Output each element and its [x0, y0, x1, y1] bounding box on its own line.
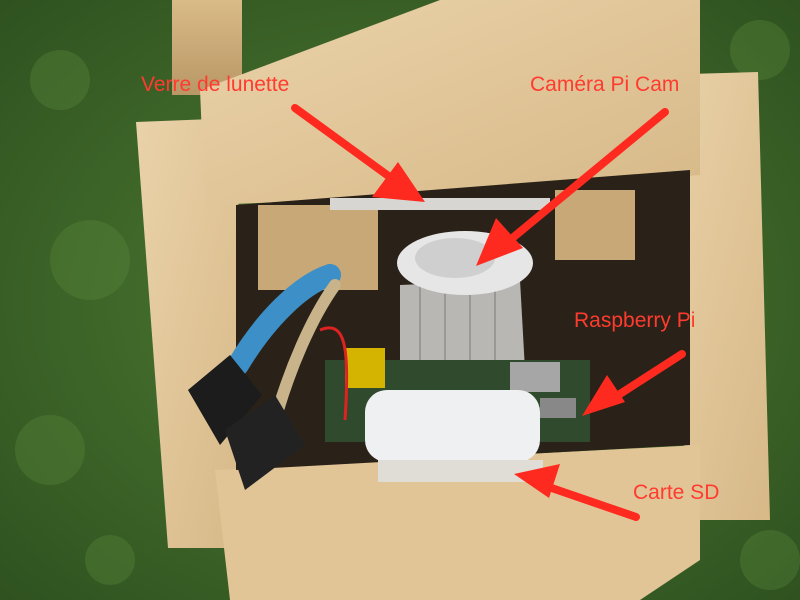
- box-left-wall: [136, 118, 240, 548]
- label-raspberry-pi: Raspberry Pi: [574, 309, 696, 332]
- sd-cover-lid: [365, 390, 540, 462]
- box-top-wall: [200, 0, 700, 205]
- sd-card-slot: [378, 460, 543, 482]
- label-camera-pi-cam: Caméra Pi Cam: [530, 73, 680, 96]
- box-bottom-wall: [215, 445, 700, 600]
- blue-cable: [227, 264, 341, 376]
- arrow-camera: [476, 108, 669, 266]
- arrow-sd: [514, 464, 640, 521]
- arrow-raspberry: [582, 350, 686, 416]
- tan-cable: [272, 279, 341, 416]
- ribbon-cable-lines: [419, 280, 496, 372]
- ribbon-cable: [400, 280, 525, 375]
- arrow-verre: [291, 104, 425, 202]
- black-connector-left: [188, 355, 262, 445]
- glass-strip: [330, 198, 550, 210]
- board-micro-usb: [540, 398, 576, 418]
- label-carte-sd: Carte SD: [633, 481, 720, 504]
- label-verre-de-lunette: Verre de lunette: [141, 73, 290, 96]
- black-connector-right: [225, 395, 305, 490]
- board-component: [345, 348, 385, 388]
- inner-slat-right: [555, 190, 635, 260]
- grass-texture: [15, 20, 800, 590]
- board-usb-port: [510, 362, 560, 392]
- red-wire: [319, 326, 349, 421]
- pi-camera-lens: [415, 238, 495, 278]
